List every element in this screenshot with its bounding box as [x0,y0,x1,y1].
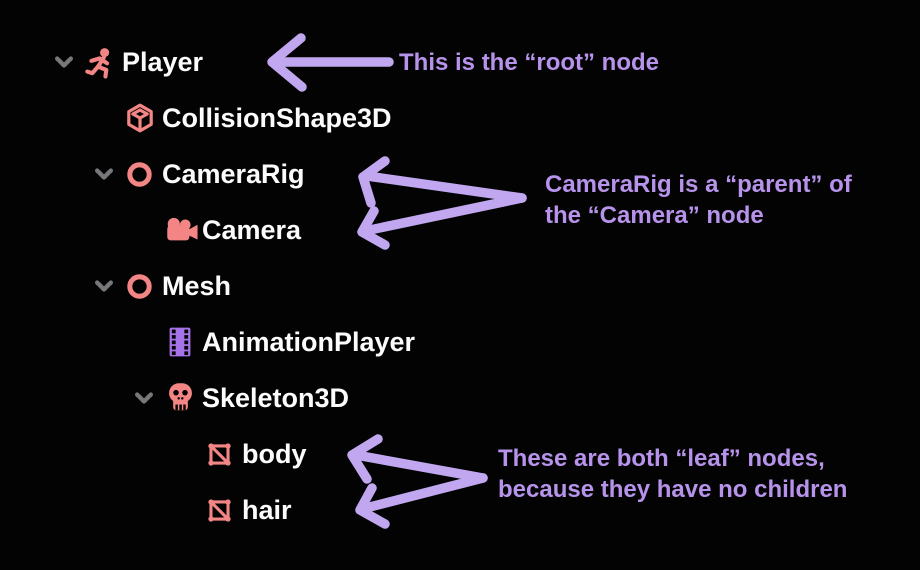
mesh-icon [204,434,242,474]
parent-arrow-to-camera [357,193,527,250]
film-strip-icon [164,322,202,362]
leaf-arrow-to-hair [355,473,488,529]
chevron-down-icon[interactable] [124,378,164,418]
annotation-parent-note: CameraRig is a “parent” of the “Camera” … [545,169,852,231]
tree-row-mesh[interactable]: Mesh [95,266,232,306]
tree-row-player[interactable]: Player [54,42,204,82]
tree-row-collisionshape3d[interactable]: CollisionShape3D [124,98,392,138]
chevron-down-icon[interactable] [84,154,124,194]
node-label: body [242,439,307,469]
node-circle-icon [124,154,162,194]
tree-row-hair[interactable]: hair [204,490,292,530]
parent-arrow-to-camerarig [358,156,527,208]
annotation-line: CameraRig is a “parent” of [545,171,852,198]
node-label: CameraRig [162,159,305,189]
leaf-arrow-to-body [347,434,488,484]
tree-row-animationplayer[interactable]: AnimationPlayer [164,322,415,362]
annotation-leaf-note: These are both “leaf” nodes, because the… [498,443,847,505]
camera-icon [164,210,202,250]
node-label: Camera [202,215,302,245]
node-label: Skeleton3D [202,383,350,413]
root-arrow [267,33,394,92]
node-circle-icon [124,266,162,306]
annotation-line: This is the “root” node [399,49,660,76]
running-player-icon [84,42,122,82]
annotation-line: because they have no children [498,476,848,503]
node-label: CollisionShape3D [162,103,392,133]
tree-row-skeleton3d[interactable]: Skeleton3D [135,378,350,418]
skull-icon [164,378,202,418]
node-label: Player [122,47,204,77]
annotation-root-note: This is the “root” node [399,47,659,78]
mesh-icon [204,490,242,530]
collision-box-icon [124,98,162,138]
chevron-down-icon[interactable] [44,42,84,82]
tree-row-camera[interactable]: Camera [164,210,301,250]
annotation-line: These are both “leaf” nodes, [498,445,825,472]
tree-row-body[interactable]: body [204,434,307,474]
chevron-down-icon[interactable] [84,266,124,306]
node-label: AnimationPlayer [202,327,416,357]
node-label: hair [242,495,292,525]
node-label: Mesh [162,271,232,301]
tree-row-camerarig[interactable]: CameraRig [95,154,305,194]
annotation-line: the “Camera” node [545,202,764,229]
